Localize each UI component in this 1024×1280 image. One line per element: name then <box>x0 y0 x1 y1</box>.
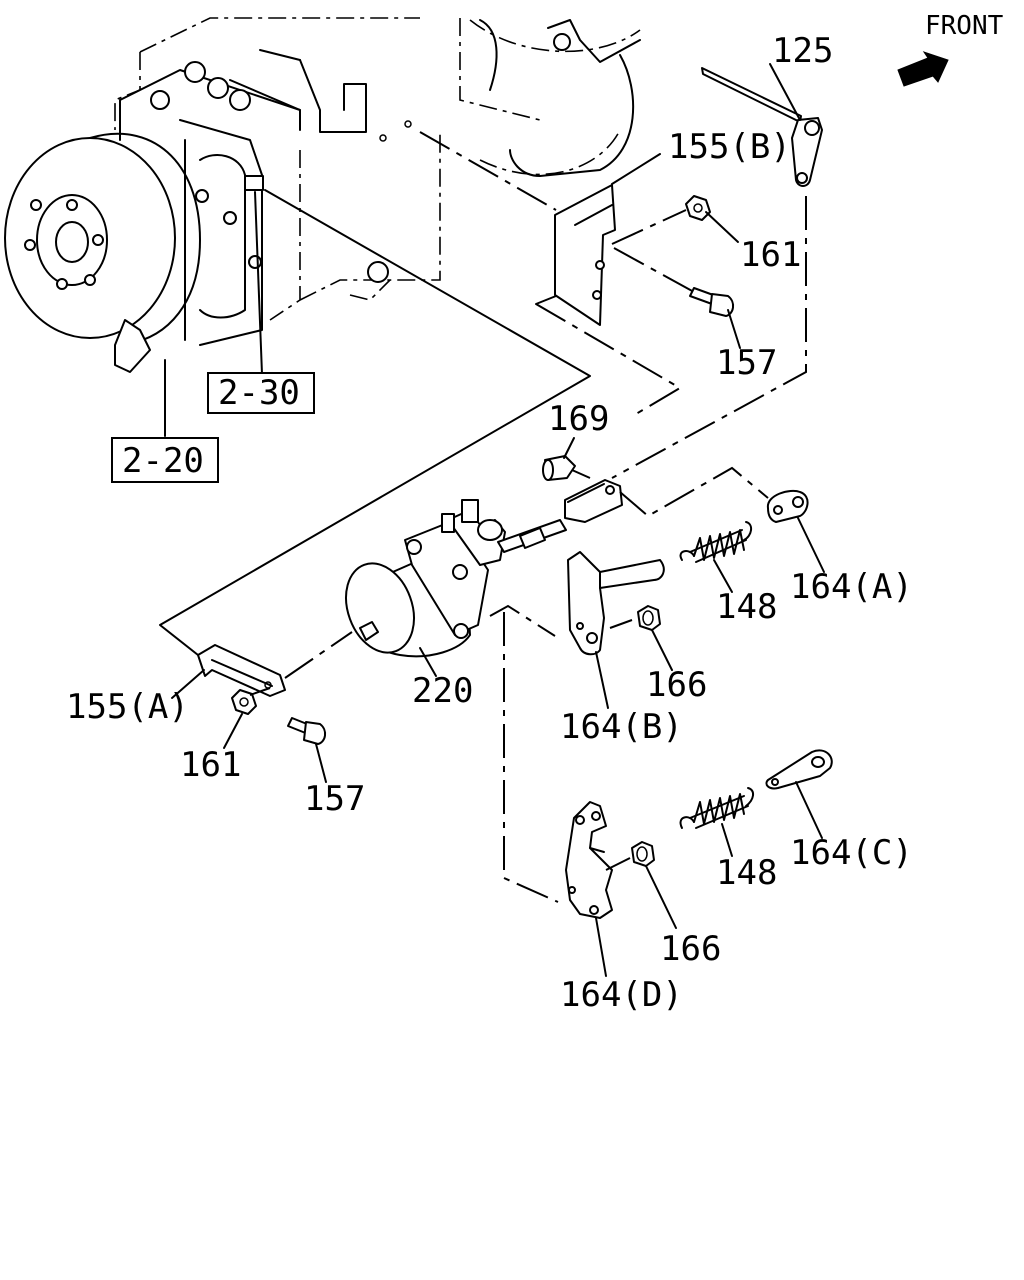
front-arrow-icon <box>897 51 949 87</box>
callout-164a: 164(A) <box>790 567 913 607</box>
reference-2-20-text: 2-20 <box>122 441 204 481</box>
part-164b-bracket <box>567 551 665 656</box>
reference-2-20: 2-20 <box>111 437 219 483</box>
callout-157-upper: 157 <box>716 343 777 383</box>
part-164d-bracket <box>565 801 613 919</box>
leader-lines <box>171 63 825 977</box>
part-155a-bracket <box>197 644 286 697</box>
callout-164b: 164(B) <box>560 707 683 747</box>
part-148-spring-lower <box>679 787 754 829</box>
front-indicator: FRONT <box>897 11 1004 87</box>
reference-2-30-text: 2-30 <box>218 373 300 413</box>
part-169-pin <box>542 455 576 481</box>
assembly-lines <box>159 131 807 903</box>
callout-164c: 164(C) <box>790 833 913 873</box>
callout-155a: 155(A) <box>66 687 189 727</box>
part-164c-lever <box>765 749 833 790</box>
part-164a-plate <box>766 489 809 523</box>
part-161-nut-upper <box>685 195 711 221</box>
part-166-nut-lower <box>631 841 655 867</box>
callout-161-upper: 161 <box>740 235 801 275</box>
part-157-bolt-upper <box>689 287 734 317</box>
callout-169: 169 <box>548 399 609 439</box>
callout-148-upper: 148 <box>716 587 777 627</box>
callout-148-lower: 148 <box>716 853 777 893</box>
part-157-bolt-lower <box>287 717 326 745</box>
part-166-nut-upper <box>637 605 661 631</box>
callout-157-lower: 157 <box>304 779 365 819</box>
part-125-lever <box>701 67 823 187</box>
front-label: FRONT <box>925 11 1004 41</box>
callout-166-upper: 166 <box>646 665 707 705</box>
part-220-actuator <box>345 479 623 658</box>
callout-155b: 155(B) <box>668 127 791 167</box>
callout-161-lower: 161 <box>180 745 241 785</box>
callout-125: 125 <box>772 31 833 71</box>
part-148-spring-upper <box>679 521 752 563</box>
part-155b-bracket <box>554 184 616 326</box>
callout-164d: 164(D) <box>560 975 683 1015</box>
part-161-nut-lower <box>231 689 257 715</box>
callout-220: 220 <box>412 671 473 711</box>
reference-2-30: 2-30 <box>207 372 315 414</box>
engine-assembly-phantom <box>4 17 641 373</box>
callout-166-lower: 166 <box>660 929 721 969</box>
callout-labels: 125 155(B) 161 157 169 148 164(A) 166 16… <box>66 31 913 1015</box>
